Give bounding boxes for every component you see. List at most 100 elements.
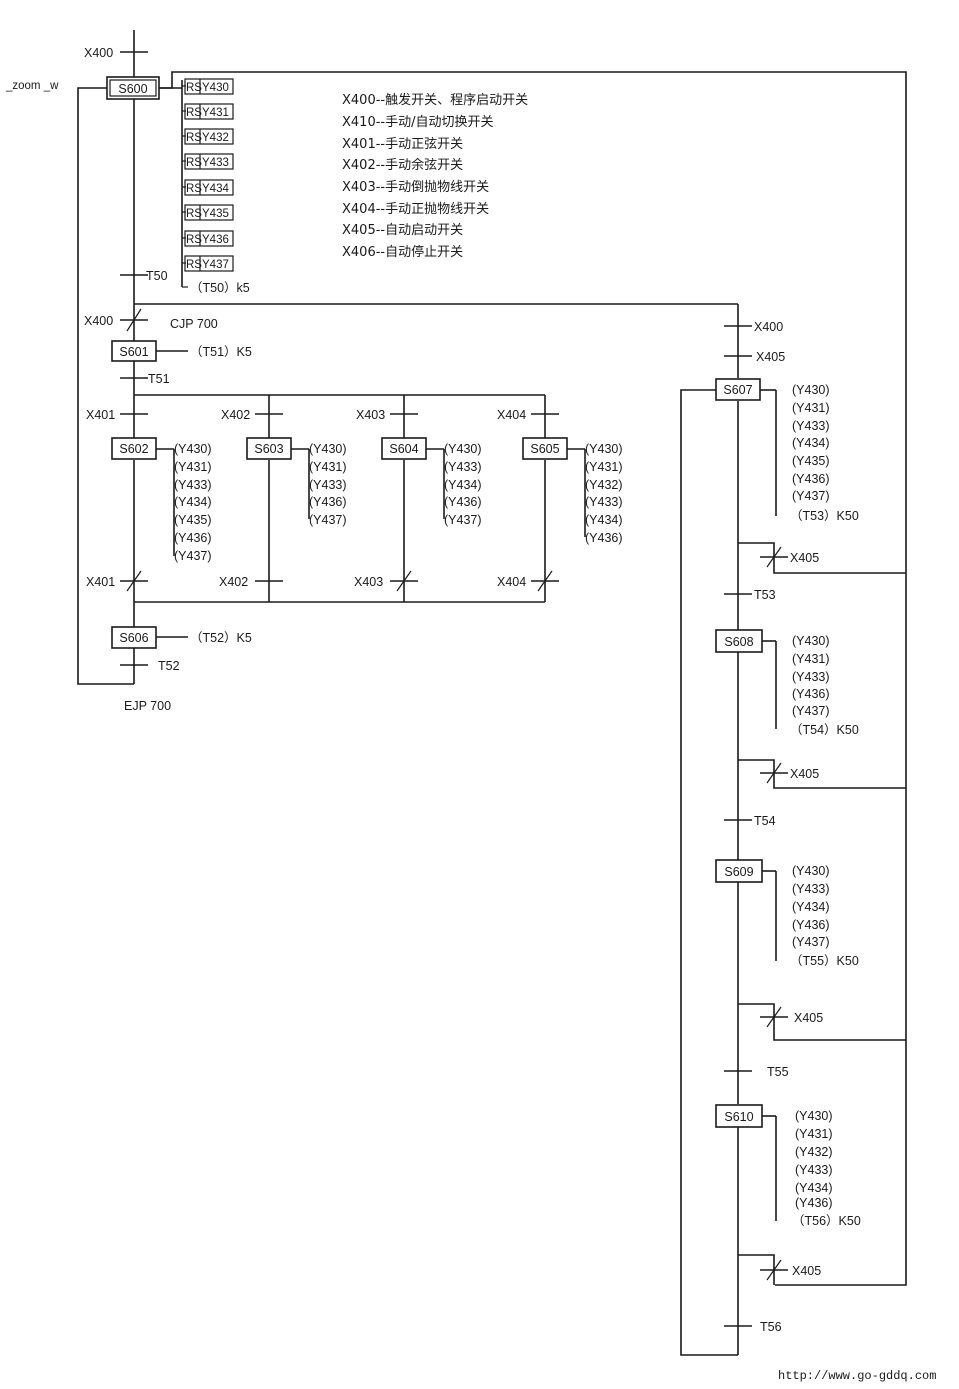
step-s606: S606 <box>119 631 148 645</box>
transition-x405-right: X405 <box>756 350 785 364</box>
s600-rs-prefix: RS <box>186 132 202 144</box>
s607-timer: （T53）K50 <box>790 509 859 523</box>
transition-t56: T56 <box>760 1320 782 1334</box>
action-output: (Y437) <box>444 513 482 527</box>
action-output: (Y437) <box>174 549 212 563</box>
action-output: (Y436) <box>174 531 212 545</box>
legend: X400--触发开关、程序启动开关 X410--手动/自动切换开关 X401--… <box>342 92 528 260</box>
s605-actions: (Y430) (Y431) (Y432) (Y433) (Y434) (Y436… <box>585 442 623 545</box>
transition-x403: X403 <box>356 408 385 422</box>
step-s601: S601 <box>119 345 148 359</box>
s600-rs-prefix: RS <box>186 183 202 195</box>
action-output: (Y432) <box>795 1145 833 1159</box>
transition-x404: X404 <box>497 408 526 422</box>
action-output: (Y435) <box>792 454 830 468</box>
s600-rs-output: Y433 <box>202 157 229 169</box>
s601-timer: （T51）K5 <box>190 345 252 359</box>
transition-t52: T52 <box>158 659 180 673</box>
s600-rs-prefix: RS <box>186 107 202 119</box>
s600-rs-output: Y435 <box>202 208 229 220</box>
s600-rs-prefix: RS <box>186 208 202 220</box>
action-output: (Y436) <box>792 918 830 932</box>
action-output: (Y433) <box>444 460 482 474</box>
step-s608: S608 <box>724 635 753 649</box>
s608-timer: （T54）K50 <box>790 723 859 737</box>
transition-t53: T53 <box>754 588 776 602</box>
source-url: http://www.go-gddq.com <box>778 1369 936 1383</box>
action-output: (Y431) <box>792 652 830 666</box>
action-output: (Y430) <box>792 864 830 878</box>
s610-timer: （T56）K50 <box>792 1214 861 1228</box>
action-output: (Y433) <box>792 882 830 896</box>
legend-item: X401--手动正弦开关 <box>342 136 463 152</box>
action-output: (Y436) <box>792 472 830 486</box>
action-output: (Y437) <box>792 935 830 949</box>
legend-item: X410--手动/自动切换开关 <box>342 115 493 130</box>
s602-actions: (Y430) (Y431) (Y433) (Y434) (Y435) (Y436… <box>174 442 212 563</box>
action-output: (Y430) <box>792 383 830 397</box>
transition-x402-lower: X402 <box>219 575 248 589</box>
transition-x405-negated: X405 <box>790 551 819 565</box>
action-output: (Y431) <box>174 460 212 474</box>
s609-actions: (Y430) (Y433) (Y434) (Y436) (Y437) （T55）… <box>790 864 859 968</box>
step-s603: S603 <box>254 442 283 456</box>
transition-x405-negated: X405 <box>792 1264 821 1278</box>
s607-actions: (Y430) (Y431) (Y433) (Y434) (Y435) (Y436… <box>790 383 859 523</box>
s609-timer: （T55）K50 <box>790 954 859 968</box>
action-output: (Y430) <box>174 442 212 456</box>
transition-x404-negated: X404 <box>497 575 526 589</box>
action-output: (Y434) <box>585 513 623 527</box>
transition-x403-negated: X403 <box>354 575 383 589</box>
s600-rs-output: Y432 <box>202 132 229 144</box>
zoom-annotation: _zoom _w <box>5 80 59 92</box>
action-output: (Y434) <box>795 1181 833 1195</box>
transition-x400: X400 <box>84 46 113 60</box>
transition-x400-negated: X400 <box>84 314 113 328</box>
s600-rs-output: Y437 <box>202 259 229 271</box>
action-output: (Y433) <box>795 1163 833 1177</box>
s600-rs-prefix: RS <box>186 234 202 246</box>
transition-x400-right: X400 <box>754 320 783 334</box>
step-s600: S600 <box>118 82 147 96</box>
action-output: (Y437) <box>792 704 830 718</box>
action-output: (Y434) <box>792 900 830 914</box>
transition-x405-negated: X405 <box>790 767 819 781</box>
step-s605: S605 <box>530 442 559 456</box>
action-output: (Y433) <box>585 495 623 509</box>
action-output: (Y434) <box>444 478 482 492</box>
action-output: (Y436) <box>585 531 623 545</box>
s600-rs-prefix: RS <box>186 82 202 94</box>
action-output: (Y435) <box>174 513 212 527</box>
cjp-label: CJP 700 <box>170 317 218 331</box>
action-output: (Y433) <box>792 670 830 684</box>
s603-actions: (Y430) (Y431) (Y433) (Y436) (Y437) <box>309 442 347 527</box>
left-wiring <box>77 30 738 685</box>
transition-t51: T51 <box>148 372 170 386</box>
transition-x402: X402 <box>221 408 250 422</box>
action-output: (Y430) <box>309 442 347 456</box>
step-s604: S604 <box>389 442 418 456</box>
action-output: (Y433) <box>309 478 347 492</box>
s600-rs-prefix: RS <box>186 157 202 169</box>
action-output: (Y433) <box>792 419 830 433</box>
s610-actions: (Y430) (Y431) (Y432) (Y433) (Y434) (Y436… <box>792 1109 861 1228</box>
step-s602: S602 <box>119 442 148 456</box>
legend-item: X405--自动启动开关 <box>342 223 463 238</box>
legend-item: X400--触发开关、程序启动开关 <box>342 92 528 108</box>
ejp-label: EJP 700 <box>124 699 171 713</box>
step-s609: S609 <box>724 865 753 879</box>
transition-t54: T54 <box>754 814 776 828</box>
legend-item: X403--手动倒抛物线开关 <box>342 180 489 195</box>
s600-rs-output: Y431 <box>202 107 229 119</box>
action-output: (Y431) <box>792 401 830 415</box>
s600-timer: （T50）k5 <box>190 281 250 295</box>
legend-item: X406--自动停止开关 <box>342 244 463 260</box>
action-output: (Y432) <box>585 478 623 492</box>
action-output: (Y430) <box>585 442 623 456</box>
action-output: (Y434) <box>174 495 212 509</box>
s604-actions: (Y430) (Y433) (Y434) (Y436) (Y437) <box>444 442 482 527</box>
s600-actions: RS Y430 RS Y431 RS Y432 RS Y433 RS Y434 … <box>184 78 250 295</box>
s608-actions: (Y430) (Y431) (Y433) (Y436) (Y437) （T54）… <box>790 634 859 737</box>
transition-x401: X401 <box>86 408 115 422</box>
action-output: (Y431) <box>309 460 347 474</box>
